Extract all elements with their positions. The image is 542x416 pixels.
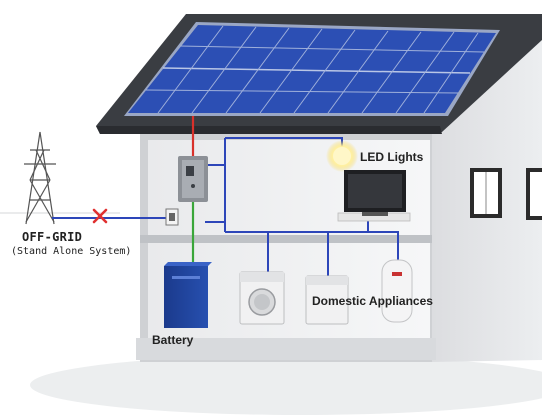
tv-icon (337, 170, 411, 222)
dryer-icon (305, 275, 349, 325)
water-heater-icon (381, 259, 413, 323)
side-window-1 (470, 168, 502, 218)
washing-machine-icon (239, 271, 285, 325)
off-grid-label: OFF-GRID (22, 230, 83, 244)
floor-slab (140, 235, 432, 243)
inverter (178, 156, 208, 202)
red-x-icon (92, 208, 108, 224)
solar-panel-array (124, 22, 500, 116)
base-slab (136, 338, 436, 360)
led-bulb-icon (326, 140, 358, 172)
battery-label: Battery (152, 333, 194, 347)
stand-alone-label: (Stand Alone System) (11, 246, 132, 257)
ground-shadow (30, 355, 542, 415)
roof-edge (96, 126, 442, 134)
side-window-2 (526, 168, 542, 220)
switch-box (165, 208, 179, 226)
battery-icon (164, 262, 212, 328)
ac-wiring (205, 137, 399, 276)
domestic-appliances-label: Domestic Appliances (312, 294, 433, 308)
transmission-tower-icon (24, 131, 56, 225)
led-lights-label: LED Lights (360, 150, 424, 164)
